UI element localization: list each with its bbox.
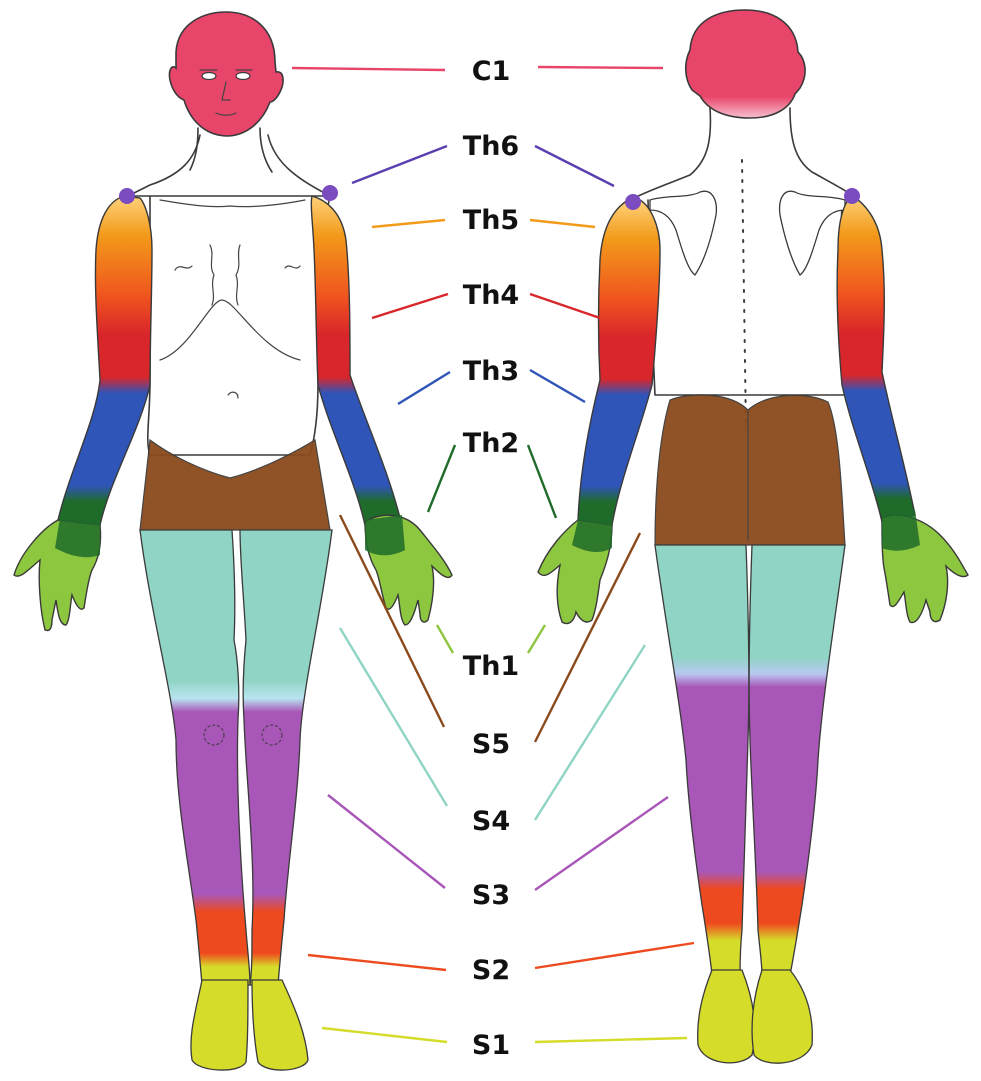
leader-s2-left xyxy=(308,955,446,970)
leader-th6-right xyxy=(535,146,614,186)
leader-th5-left xyxy=(372,220,445,227)
front-left-shoulder-dot xyxy=(322,185,338,201)
front-right-leg xyxy=(140,530,250,985)
leader-th4-left xyxy=(372,294,448,318)
leader-s1-left xyxy=(322,1028,447,1042)
back-right-leg xyxy=(749,545,845,975)
label-s2: S2 xyxy=(472,955,510,986)
leader-s4-right xyxy=(535,645,645,820)
leader-th2-right xyxy=(528,445,556,518)
leader-th5-right xyxy=(530,220,595,227)
leader-th1-left xyxy=(437,625,453,653)
back-left-shoulder-dot xyxy=(625,194,641,210)
segment-labels: C1 Th6 Th5 Th4 Th3 Th2 Th1 S5 S4 S3 S2 S… xyxy=(463,56,519,1061)
leader-s3-left xyxy=(328,795,445,888)
leader-th3-right xyxy=(530,370,585,402)
leader-s2-right xyxy=(535,943,694,968)
label-th1: Th1 xyxy=(463,651,519,682)
front-pelvis xyxy=(140,440,330,530)
front-left-leg xyxy=(240,530,332,985)
back-right-wrist xyxy=(882,510,920,551)
label-s4: S4 xyxy=(472,806,510,837)
front-torso xyxy=(128,135,330,455)
back-right-shoulder-dot xyxy=(844,188,860,204)
label-c1: C1 xyxy=(472,56,511,87)
back-left-leg xyxy=(655,545,749,975)
label-s1: S1 xyxy=(472,1030,510,1061)
label-s3: S3 xyxy=(472,880,510,911)
front-right-shoulder-dot xyxy=(119,188,135,204)
spine xyxy=(742,160,746,430)
back-torso xyxy=(630,108,852,395)
back-buttocks xyxy=(655,395,845,545)
label-th4: Th4 xyxy=(463,280,519,311)
back-right-foot xyxy=(752,970,812,1063)
leader-th2-left xyxy=(428,445,455,512)
front-chest-lines xyxy=(160,200,305,398)
back-right-arm xyxy=(837,195,915,522)
leader-s3-right xyxy=(535,797,668,890)
back-left-foot xyxy=(698,970,755,1063)
front-head xyxy=(169,12,283,136)
leader-s4-left xyxy=(340,628,447,806)
front-left-wrist xyxy=(365,515,405,555)
back-left-arm xyxy=(578,200,660,525)
label-s5: S5 xyxy=(472,729,510,760)
back-view xyxy=(538,10,968,1063)
back-head xyxy=(686,10,805,118)
leader-c1-left xyxy=(292,68,445,70)
leader-th1-right xyxy=(528,625,545,653)
label-th3: Th3 xyxy=(463,356,519,387)
label-th2: Th2 xyxy=(463,428,519,459)
leader-c1-right xyxy=(538,67,663,68)
leader-th3-left xyxy=(398,372,450,404)
leader-s1-right xyxy=(535,1038,687,1042)
right-scapula xyxy=(780,191,845,275)
front-left-foot xyxy=(252,980,308,1070)
label-th5: Th5 xyxy=(463,205,519,236)
leader-th4-right xyxy=(530,294,600,318)
front-right-arm xyxy=(58,196,152,525)
leader-th6-left xyxy=(352,146,447,183)
front-left-arm xyxy=(311,196,400,525)
front-right-foot xyxy=(191,980,248,1070)
label-th6: Th6 xyxy=(463,131,519,162)
